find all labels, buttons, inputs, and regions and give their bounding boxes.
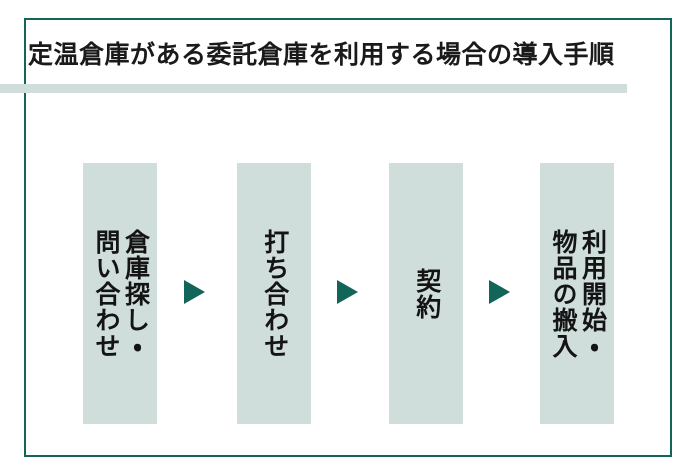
flow-step-1-label: 倉庫探し・ 問い合わせ bbox=[92, 228, 150, 359]
flow-step-3: 契約 bbox=[389, 163, 463, 424]
flow-step-3-label: 契約 bbox=[412, 267, 441, 320]
flow-arrow-2-icon bbox=[337, 280, 358, 304]
flow-step-2: 打ち合わせ bbox=[237, 163, 311, 424]
flow-arrow-1-icon bbox=[184, 280, 205, 304]
flow-step-4-label: 利用開始・ 物品の搬入 bbox=[549, 228, 607, 359]
flow-step-2-label: 打ち合わせ bbox=[260, 228, 289, 359]
process-flow: 倉庫探し・ 問い合わせ 打ち合わせ 契約 利用開始・ 物品の搬入 bbox=[83, 163, 614, 425]
page-title: 定温倉庫がある委託倉庫を利用する場合の導入手順 bbox=[28, 41, 615, 69]
flow-step-1: 倉庫探し・ 問い合わせ bbox=[83, 163, 157, 424]
outer-frame bbox=[24, 18, 672, 457]
flow-arrow-3-icon bbox=[489, 280, 510, 304]
flow-step-4: 利用開始・ 物品の搬入 bbox=[540, 163, 614, 424]
title-underline-rule bbox=[0, 84, 627, 93]
